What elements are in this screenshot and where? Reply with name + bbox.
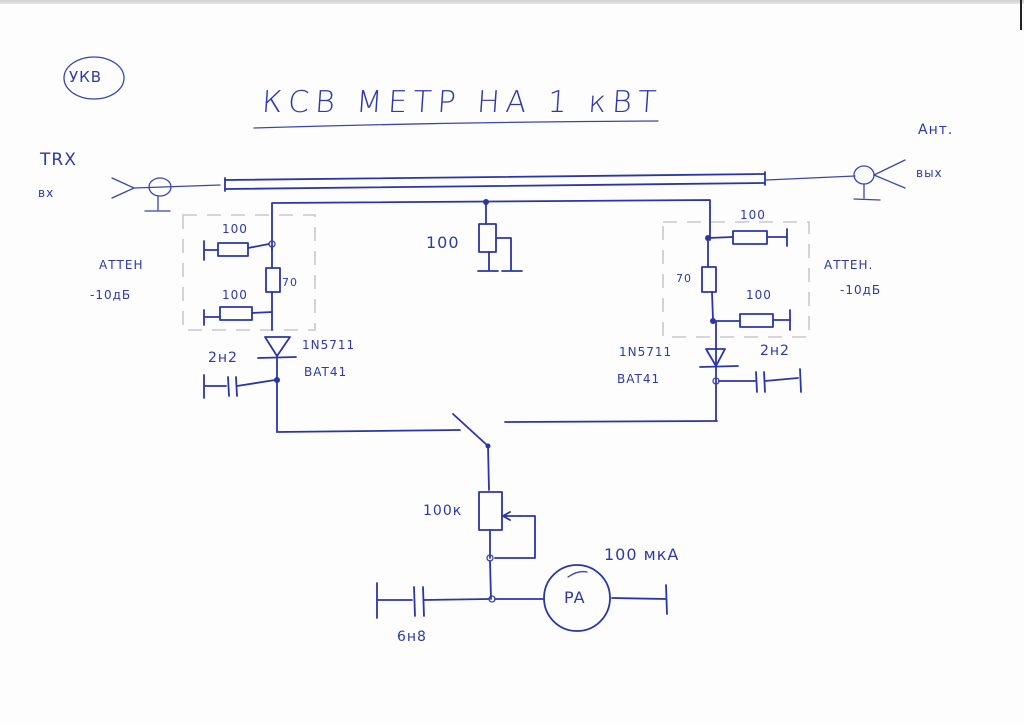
meter-symbol: PA [564,588,586,607]
microammeter [494,564,668,632]
left-bus [276,429,461,433]
left-r-top-value: 100 [222,222,248,236]
left-r-bottom-value: 100 [222,288,248,302]
center-load-value: 100 [426,233,460,252]
output-port-direction: вых [916,166,943,180]
right-attenuator-value: -10дБ [840,283,882,297]
output-port-name: Ант. [918,122,954,138]
left-attenuator-box [182,214,316,331]
right-cap-value: 2н2 [760,343,790,359]
meter-range: 100 мкА [604,545,680,564]
sense-line [271,199,711,251]
left-attenuator-network [203,240,281,331]
right-bypass-capacitor [718,368,802,393]
right-attenuator-network [701,228,791,331]
left-diode-part-1: 1N5711 [302,338,356,352]
page-title: КСВ МЕТР НА 1 кВТ [260,85,664,120]
title-underline [253,120,659,129]
filter-cap-value: 6н8 [397,629,427,645]
right-detector-diode [699,321,739,421]
left-detector-diode [257,336,297,433]
left-r-series-value: 70 [282,276,298,289]
coax-line [224,171,766,192]
band-badge: УКВ [69,68,103,86]
badge-oval [63,56,125,100]
left-cap-value: 2н2 [208,350,238,366]
input-port-direction: вх [38,186,55,200]
center-load-resistor [477,199,523,272]
scan-right-edge-mark [1020,0,1022,30]
output-connector [765,159,906,201]
scan-top-edge [0,0,1024,4]
right-bus [504,420,718,423]
filter-capacitor [376,582,490,619]
right-diode-part-2: BAT41 [617,372,661,386]
right-attenuator-label: АТТЕН. [824,258,874,272]
left-attenuator-label: АТТЕН [99,258,144,272]
potentiometer-value: 100к [423,503,463,519]
input-connector [111,177,221,212]
left-bypass-capacitor [203,374,276,399]
selector-switch [452,413,489,447]
left-attenuator-value: -10дБ [90,288,132,302]
right-diode-part-1: 1N5711 [619,345,673,359]
right-r-top-value: 100 [740,208,766,222]
input-port-name: TRX [40,150,77,170]
right-attenuator-box [662,221,810,338]
right-r-bottom-value: 100 [746,288,772,302]
potentiometer [478,445,536,603]
left-diode-part-2: BAT41 [304,365,348,379]
right-r-series-value: 70 [676,272,692,285]
